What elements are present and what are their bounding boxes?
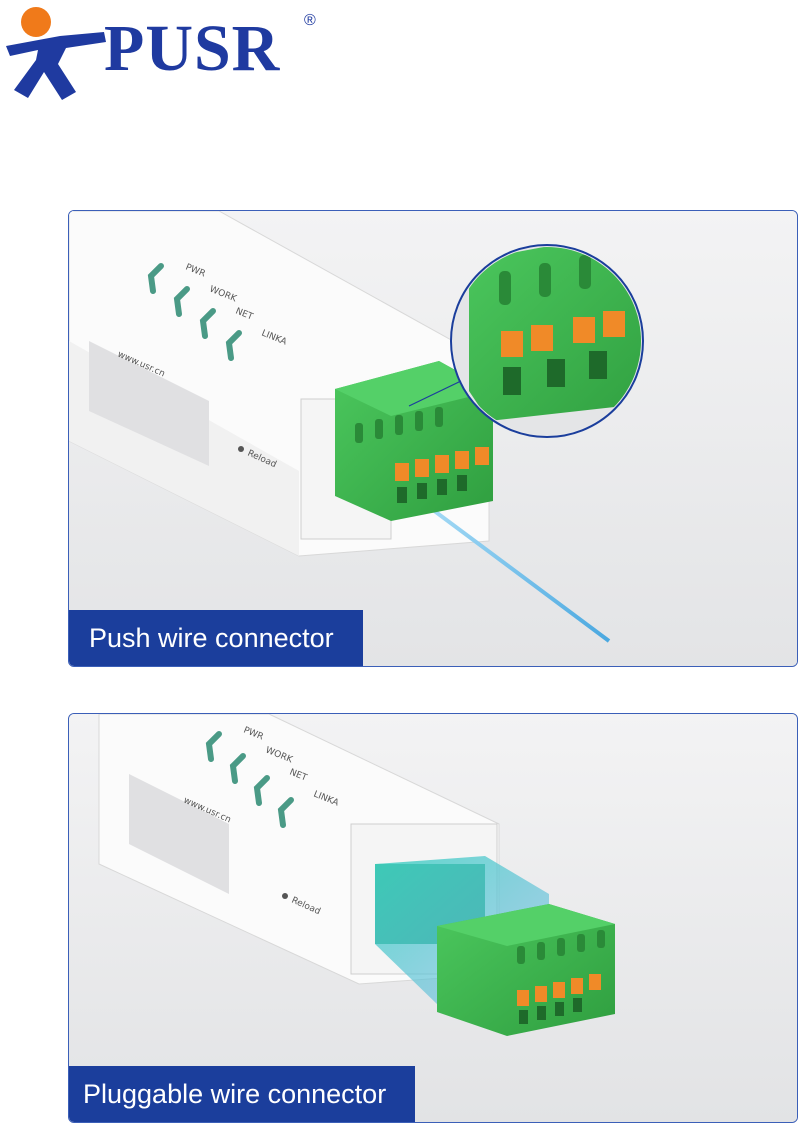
pusr-logo-mark-icon — [6, 7, 106, 100]
green-push-connector — [335, 361, 493, 521]
brand-name: PUSR — [104, 12, 281, 85]
led-indicators — [147, 263, 242, 361]
registered-mark: ® — [304, 12, 316, 29]
push-wire-caption: Push wire connector — [69, 610, 363, 666]
push-wire-panel: PWR WORK NET LINKA www.usr.cn Reload — [68, 210, 798, 667]
zoom-magnifier — [408, 244, 644, 438]
pluggable-wire-panel: PWR WORK NET LINKA www.usr.cn Reload — [68, 713, 798, 1123]
led-indicators — [205, 731, 294, 828]
push-wire-illustration: PWR WORK NET LINKA www.usr.cn Reload — [69, 211, 797, 666]
pusr-logo: PUSR ® — [0, 0, 330, 110]
pluggable-wire-illustration: PWR WORK NET LINKA www.usr.cn Reload — [69, 714, 797, 1122]
green-pluggable-connector — [437, 904, 615, 1036]
pluggable-wire-caption: Pluggable wire connector — [69, 1066, 415, 1122]
wire — [419, 499, 611, 643]
